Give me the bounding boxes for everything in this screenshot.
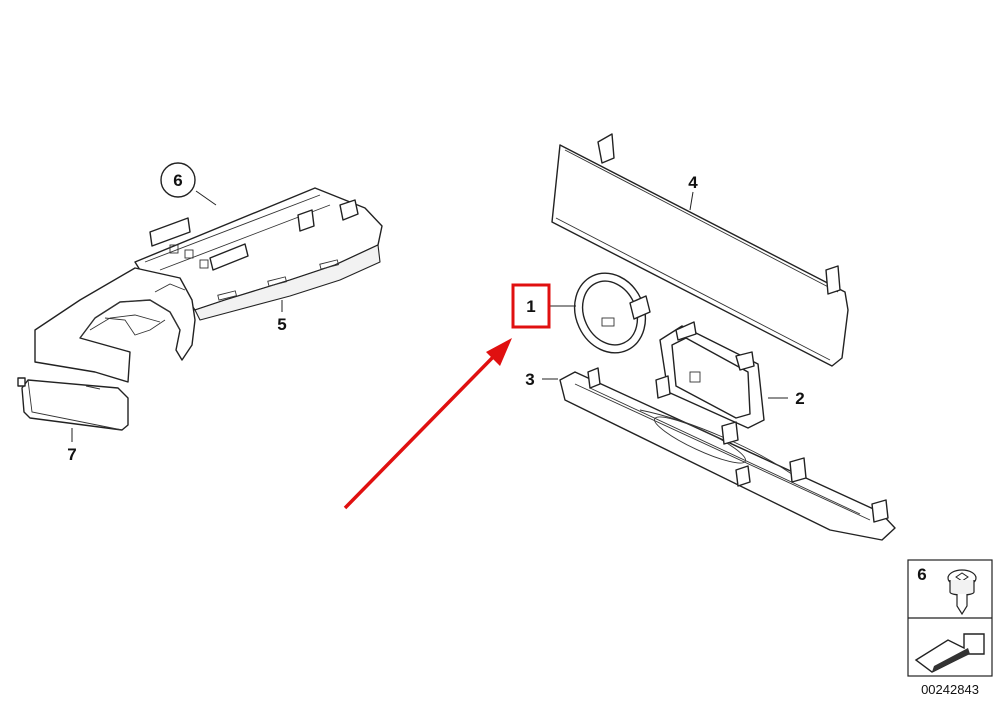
callout-2: 2 <box>795 389 804 408</box>
part-3-base-tray <box>559 367 896 541</box>
callout-6-circle <box>160 162 196 198</box>
arrow-icon <box>343 338 512 510</box>
callout-1: 1 <box>526 297 535 316</box>
callout-3: 3 <box>525 370 534 389</box>
part-1-ring <box>573 272 651 354</box>
callout-6: 6 <box>173 171 182 190</box>
leader-4 <box>689 191 694 211</box>
part-4-trim-panel <box>551 133 849 367</box>
legend-box: 6 <box>907 559 993 677</box>
part-2-frame <box>659 321 765 429</box>
callout-7: 7 <box>67 445 76 464</box>
callout-5: 5 <box>277 315 286 334</box>
diagram-number: 00242843 <box>921 682 979 697</box>
callout-4: 4 <box>688 173 698 192</box>
page-arrow-icon <box>914 633 985 673</box>
part-7-cover-strip <box>17 377 129 431</box>
legend-label: 6 <box>917 565 926 584</box>
part-6-cup-holder-housing <box>34 187 383 383</box>
screw-icon <box>947 569 977 616</box>
leader-lines <box>71 190 788 442</box>
leader-6 <box>195 190 217 206</box>
highlight-box <box>511 283 551 329</box>
